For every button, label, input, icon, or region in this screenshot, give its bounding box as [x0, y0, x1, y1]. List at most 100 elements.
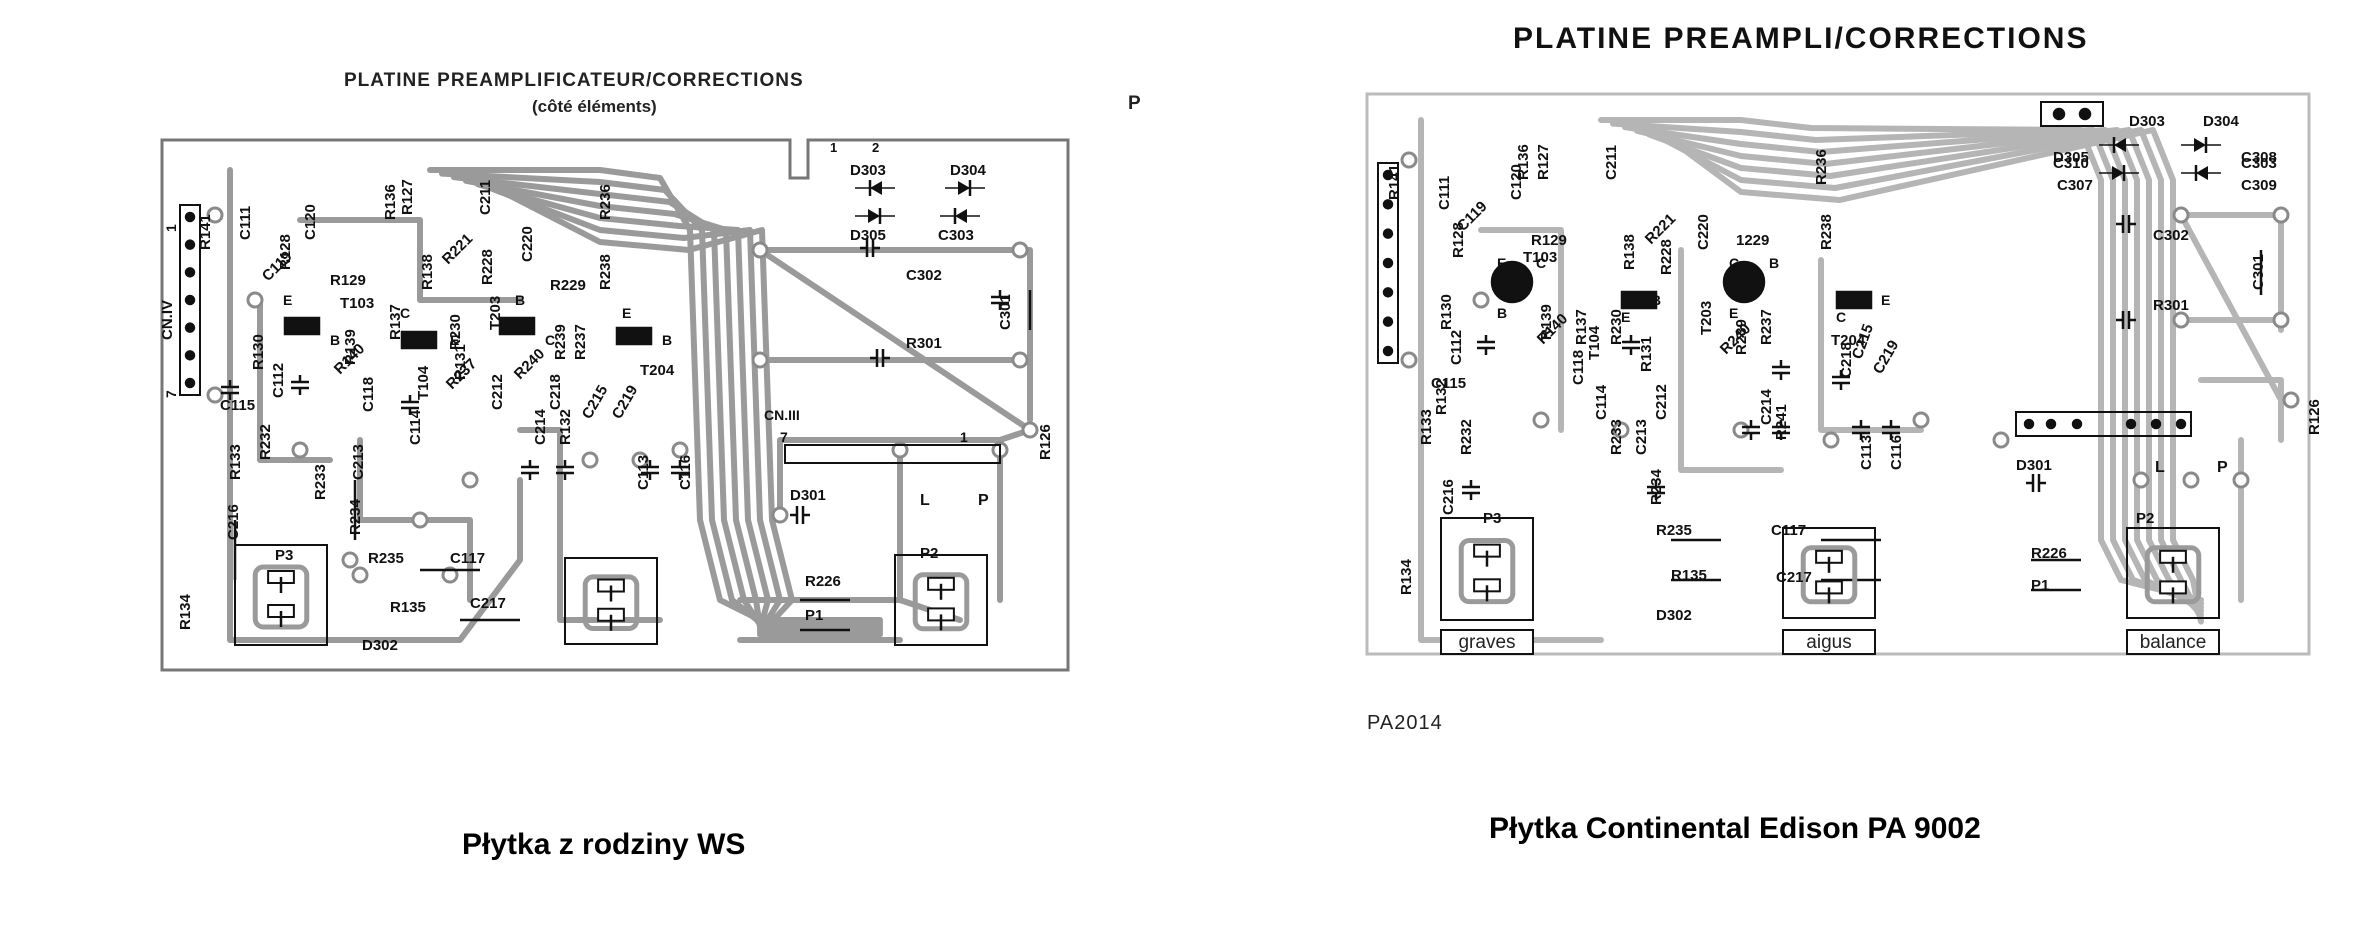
pcb-trace — [1622, 124, 2204, 611]
label-left-c214: C214 — [532, 408, 549, 445]
solder-pad — [1912, 411, 1930, 429]
label-right-pin: E — [1881, 292, 1890, 308]
label-right-c218: C218 — [1838, 342, 1855, 378]
solder-pad — [351, 566, 369, 584]
label-right-r135: R135 — [1671, 567, 1707, 584]
connector-pin — [2045, 418, 2057, 430]
label-e: E — [450, 332, 459, 348]
label-left-r236: R236 — [597, 184, 614, 220]
label-cn-iii: CN.III — [764, 407, 800, 423]
connector-pin — [1382, 257, 1394, 269]
label-left-r133: R133 — [227, 444, 244, 480]
label-right-c212: C212 — [1653, 384, 1670, 420]
label-left-r237: R237 — [572, 324, 589, 360]
label-right-r132: R132 — [1433, 379, 1450, 415]
label-right-p1: P1 — [2031, 577, 2049, 594]
solder-pad — [341, 551, 359, 569]
label-right-c114: C114 — [1593, 384, 1610, 420]
label-right-c310: C310 — [2053, 155, 2089, 172]
solder-pad — [411, 511, 429, 529]
label-right-r234: R234 — [1648, 468, 1665, 505]
solder-pad — [671, 441, 689, 459]
solder-pad — [246, 291, 264, 309]
label-left-r232: R232 — [257, 424, 274, 460]
label-right-c220: C220 — [1695, 214, 1712, 250]
label-left-r136: R136 — [382, 184, 399, 220]
label-b: B — [515, 292, 525, 308]
label-right-p2: P2 — [2136, 510, 2154, 527]
left-caption: Płytka z rodziny WS — [462, 828, 746, 861]
label-left-c302: C302 — [906, 267, 942, 284]
label-left-r229: R229 — [550, 277, 586, 294]
label-left-c217: C217 — [470, 595, 506, 612]
solder-pad — [631, 451, 649, 469]
label-right-c112: C112 — [1448, 330, 1465, 365]
label-right-pot-p: P — [2217, 459, 2228, 476]
jumper-pin — [2078, 107, 2092, 121]
label-right-d302: D302 — [1656, 607, 1692, 624]
label-right-c214: C214 — [1758, 388, 1775, 425]
label-left-r135: R135 — [390, 599, 426, 616]
label-c: C — [400, 305, 410, 321]
right-board-title: PLATINE PREAMPLI/CORRECTIONS — [1513, 22, 2089, 55]
label-e: E — [283, 292, 292, 308]
solder-pad — [2232, 471, 2250, 489]
label-right-pin: C — [1536, 255, 1546, 271]
label-left-t104: T104 — [415, 365, 432, 400]
label-left-c115: C115 — [220, 397, 255, 414]
label-left-p2: P2 — [920, 545, 938, 562]
label-cn-iii-pin-7: 7 — [780, 429, 788, 445]
label-right-1229: 1229 — [1736, 232, 1769, 249]
label-left-r238: R238 — [597, 254, 614, 290]
label-left-p3: P3 — [275, 547, 293, 564]
label-terminal-2: 2 — [872, 140, 879, 155]
label-left-r138: R138 — [419, 254, 436, 290]
label-left-c211: C211 — [477, 180, 494, 215]
solder-pad — [751, 241, 769, 259]
right-caption: Płytka Continental Edison PA 9002 — [1489, 812, 1981, 845]
label-left-c212: C212 — [489, 374, 506, 410]
connector-pin — [2175, 418, 2187, 430]
label-b: B — [662, 332, 672, 348]
label-left-r301: R301 — [906, 335, 942, 352]
label-left-c216: C216 — [225, 504, 242, 540]
label-left-p1: P1 — [805, 607, 823, 624]
label-left-c218: C218 — [547, 374, 564, 410]
pcb-trace — [757, 247, 1033, 433]
label-left-r234: R234 — [347, 498, 364, 535]
label-right-c302: C302 — [2153, 227, 2189, 244]
solder-pad — [2172, 311, 2190, 329]
label-right-r241: R241 — [1773, 404, 1790, 440]
connector-strip — [1377, 162, 1399, 364]
pcb-trace — [1598, 117, 2204, 603]
label-left-d305: D305 — [850, 227, 886, 244]
label-terminal-1: 1 — [830, 140, 837, 155]
label-left-c113: C113 — [635, 455, 652, 490]
pot-caption-box — [1782, 629, 1876, 655]
label-right-r129: R129 — [1531, 232, 1567, 249]
potentiometer-frame — [564, 557, 658, 645]
label-right-r136: R136 — [1515, 144, 1532, 180]
label-right-r137: R137 — [1573, 309, 1590, 345]
connector-pin — [1382, 228, 1394, 239]
label-right-r131: R131 — [1638, 336, 1655, 372]
label-left-d303: D303 — [850, 162, 886, 179]
label-right-r134: R134 — [1398, 558, 1415, 595]
pcb-trace — [499, 188, 883, 638]
label-right-c303: C303 — [2241, 155, 2277, 172]
transistor-body — [498, 316, 536, 336]
label-left-t204: T204 — [640, 362, 675, 379]
label-left-r240: R240 — [511, 345, 548, 382]
label-pin-1: 1 — [163, 224, 179, 232]
label-right-pin: E — [1729, 305, 1738, 321]
label-right-r233: R233 — [1608, 419, 1625, 455]
label-right-r141: R141 — [1386, 164, 1403, 200]
label-right-c115: C115 — [1431, 375, 1466, 392]
label-right-c217: C217 — [1776, 569, 1812, 586]
label-right-d304: D304 — [2203, 113, 2240, 130]
potentiometer-frame — [894, 554, 988, 646]
connector-pin — [184, 211, 196, 223]
connector-pin — [184, 350, 196, 361]
label-right-pin: C — [1836, 309, 1846, 325]
